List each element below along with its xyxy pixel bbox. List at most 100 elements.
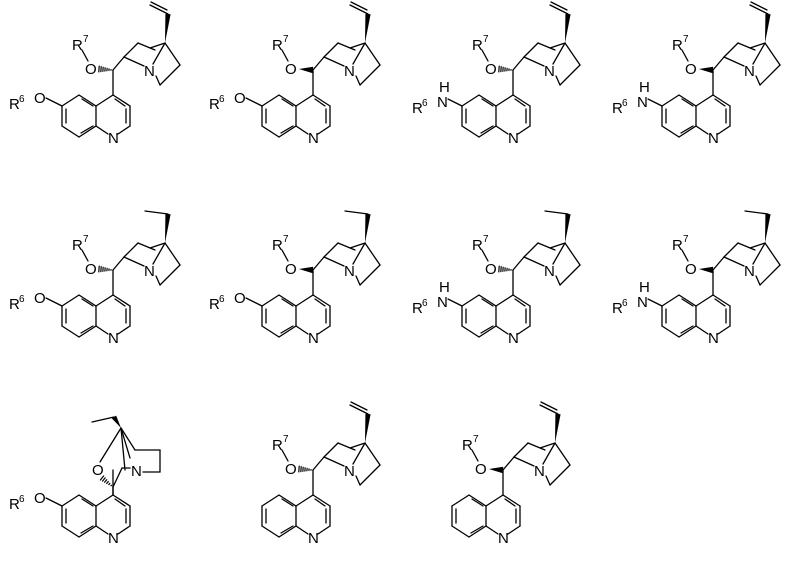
quinuclidine-cage: N — [324, 402, 380, 485]
bond — [262, 495, 279, 506]
r7-superscript: 7 — [483, 34, 489, 45]
bond — [462, 295, 479, 306]
c9-c8-bond — [713, 57, 724, 70]
c9-wedge-bond — [299, 267, 313, 273]
r7-label: R — [272, 37, 283, 54]
bond — [514, 457, 534, 466]
bond — [513, 95, 530, 106]
bond — [713, 95, 730, 106]
bond — [556, 76, 560, 85]
r7-superscript: 7 — [283, 34, 289, 45]
bond — [679, 295, 696, 306]
o-c-bond — [100, 428, 121, 462]
bond — [79, 126, 96, 137]
ethyl-bond — [545, 211, 568, 214]
quinoline-nitrogen-label: N — [308, 530, 319, 547]
bond — [469, 495, 486, 506]
quinoline-ring: N — [62, 295, 130, 347]
quinuclidine-cage: N — [124, 211, 180, 285]
r6-superscript: 6 — [19, 494, 25, 505]
bond — [696, 95, 713, 106]
bond — [765, 43, 780, 65]
bond — [124, 257, 144, 266]
c3-wedge-bond — [165, 14, 171, 43]
c9-c8-bond — [113, 468, 122, 487]
r7-superscript: 7 — [483, 234, 489, 245]
bond — [555, 443, 570, 465]
bond — [279, 495, 296, 506]
bond — [118, 126, 130, 134]
quinoline-ring: N — [662, 95, 730, 147]
bond — [296, 526, 308, 534]
bond — [696, 126, 708, 134]
bond — [324, 57, 344, 66]
bond — [124, 57, 144, 66]
bond — [462, 326, 479, 337]
r7-oxygen-label: O — [685, 61, 697, 78]
r7-superscript: 7 — [473, 434, 479, 445]
bond — [550, 465, 570, 485]
bond — [479, 326, 496, 337]
o-r7-bond — [682, 50, 688, 61]
r7-oxygen-label: O — [85, 261, 97, 278]
o-r7-bond — [482, 50, 488, 61]
bond — [560, 65, 580, 85]
r6-superscript: 6 — [622, 98, 628, 109]
r6-oxygen-label: O — [34, 490, 46, 507]
r6-nitrogen-label: N — [637, 94, 648, 111]
bond — [724, 57, 744, 66]
ether-oxygen-label: O — [92, 462, 104, 479]
bond — [462, 95, 479, 106]
bond — [452, 495, 469, 506]
c9-c8-bond — [313, 257, 324, 270]
r6-hydrogen-label: H — [439, 279, 450, 296]
bond — [324, 443, 338, 457]
bond — [365, 43, 380, 65]
bond — [62, 126, 79, 137]
quinoline-nitrogen-label: N — [108, 330, 119, 347]
c9-hashed-bond — [499, 66, 513, 73]
r7-oxygen-label: O — [485, 261, 497, 278]
bond — [496, 326, 508, 334]
r7-superscript: 7 — [283, 434, 289, 445]
bond — [724, 257, 744, 266]
bond — [496, 95, 513, 106]
bond — [713, 295, 730, 306]
quinoline-nitrogen-label: N — [108, 530, 119, 547]
bond — [524, 257, 544, 266]
bond — [62, 526, 79, 537]
bond — [96, 95, 113, 106]
c3-wedge-bond — [765, 214, 771, 243]
c9-hashed-bond — [499, 266, 513, 273]
quinoline-ring: N — [462, 95, 530, 147]
bond — [96, 326, 108, 334]
r7-label: R — [472, 37, 483, 54]
bond — [679, 326, 696, 337]
ethyl-bond — [745, 211, 768, 214]
r7-label: R — [72, 237, 83, 254]
bond — [96, 126, 108, 134]
bond — [165, 43, 180, 65]
bond — [486, 495, 503, 506]
quinoline-nitrogen-label: N — [508, 330, 519, 347]
bond — [118, 526, 130, 534]
bond — [696, 326, 708, 334]
bond — [360, 65, 380, 85]
bond — [165, 243, 180, 265]
r6-superscript: 6 — [219, 294, 225, 305]
o-r7-bond — [282, 450, 288, 461]
